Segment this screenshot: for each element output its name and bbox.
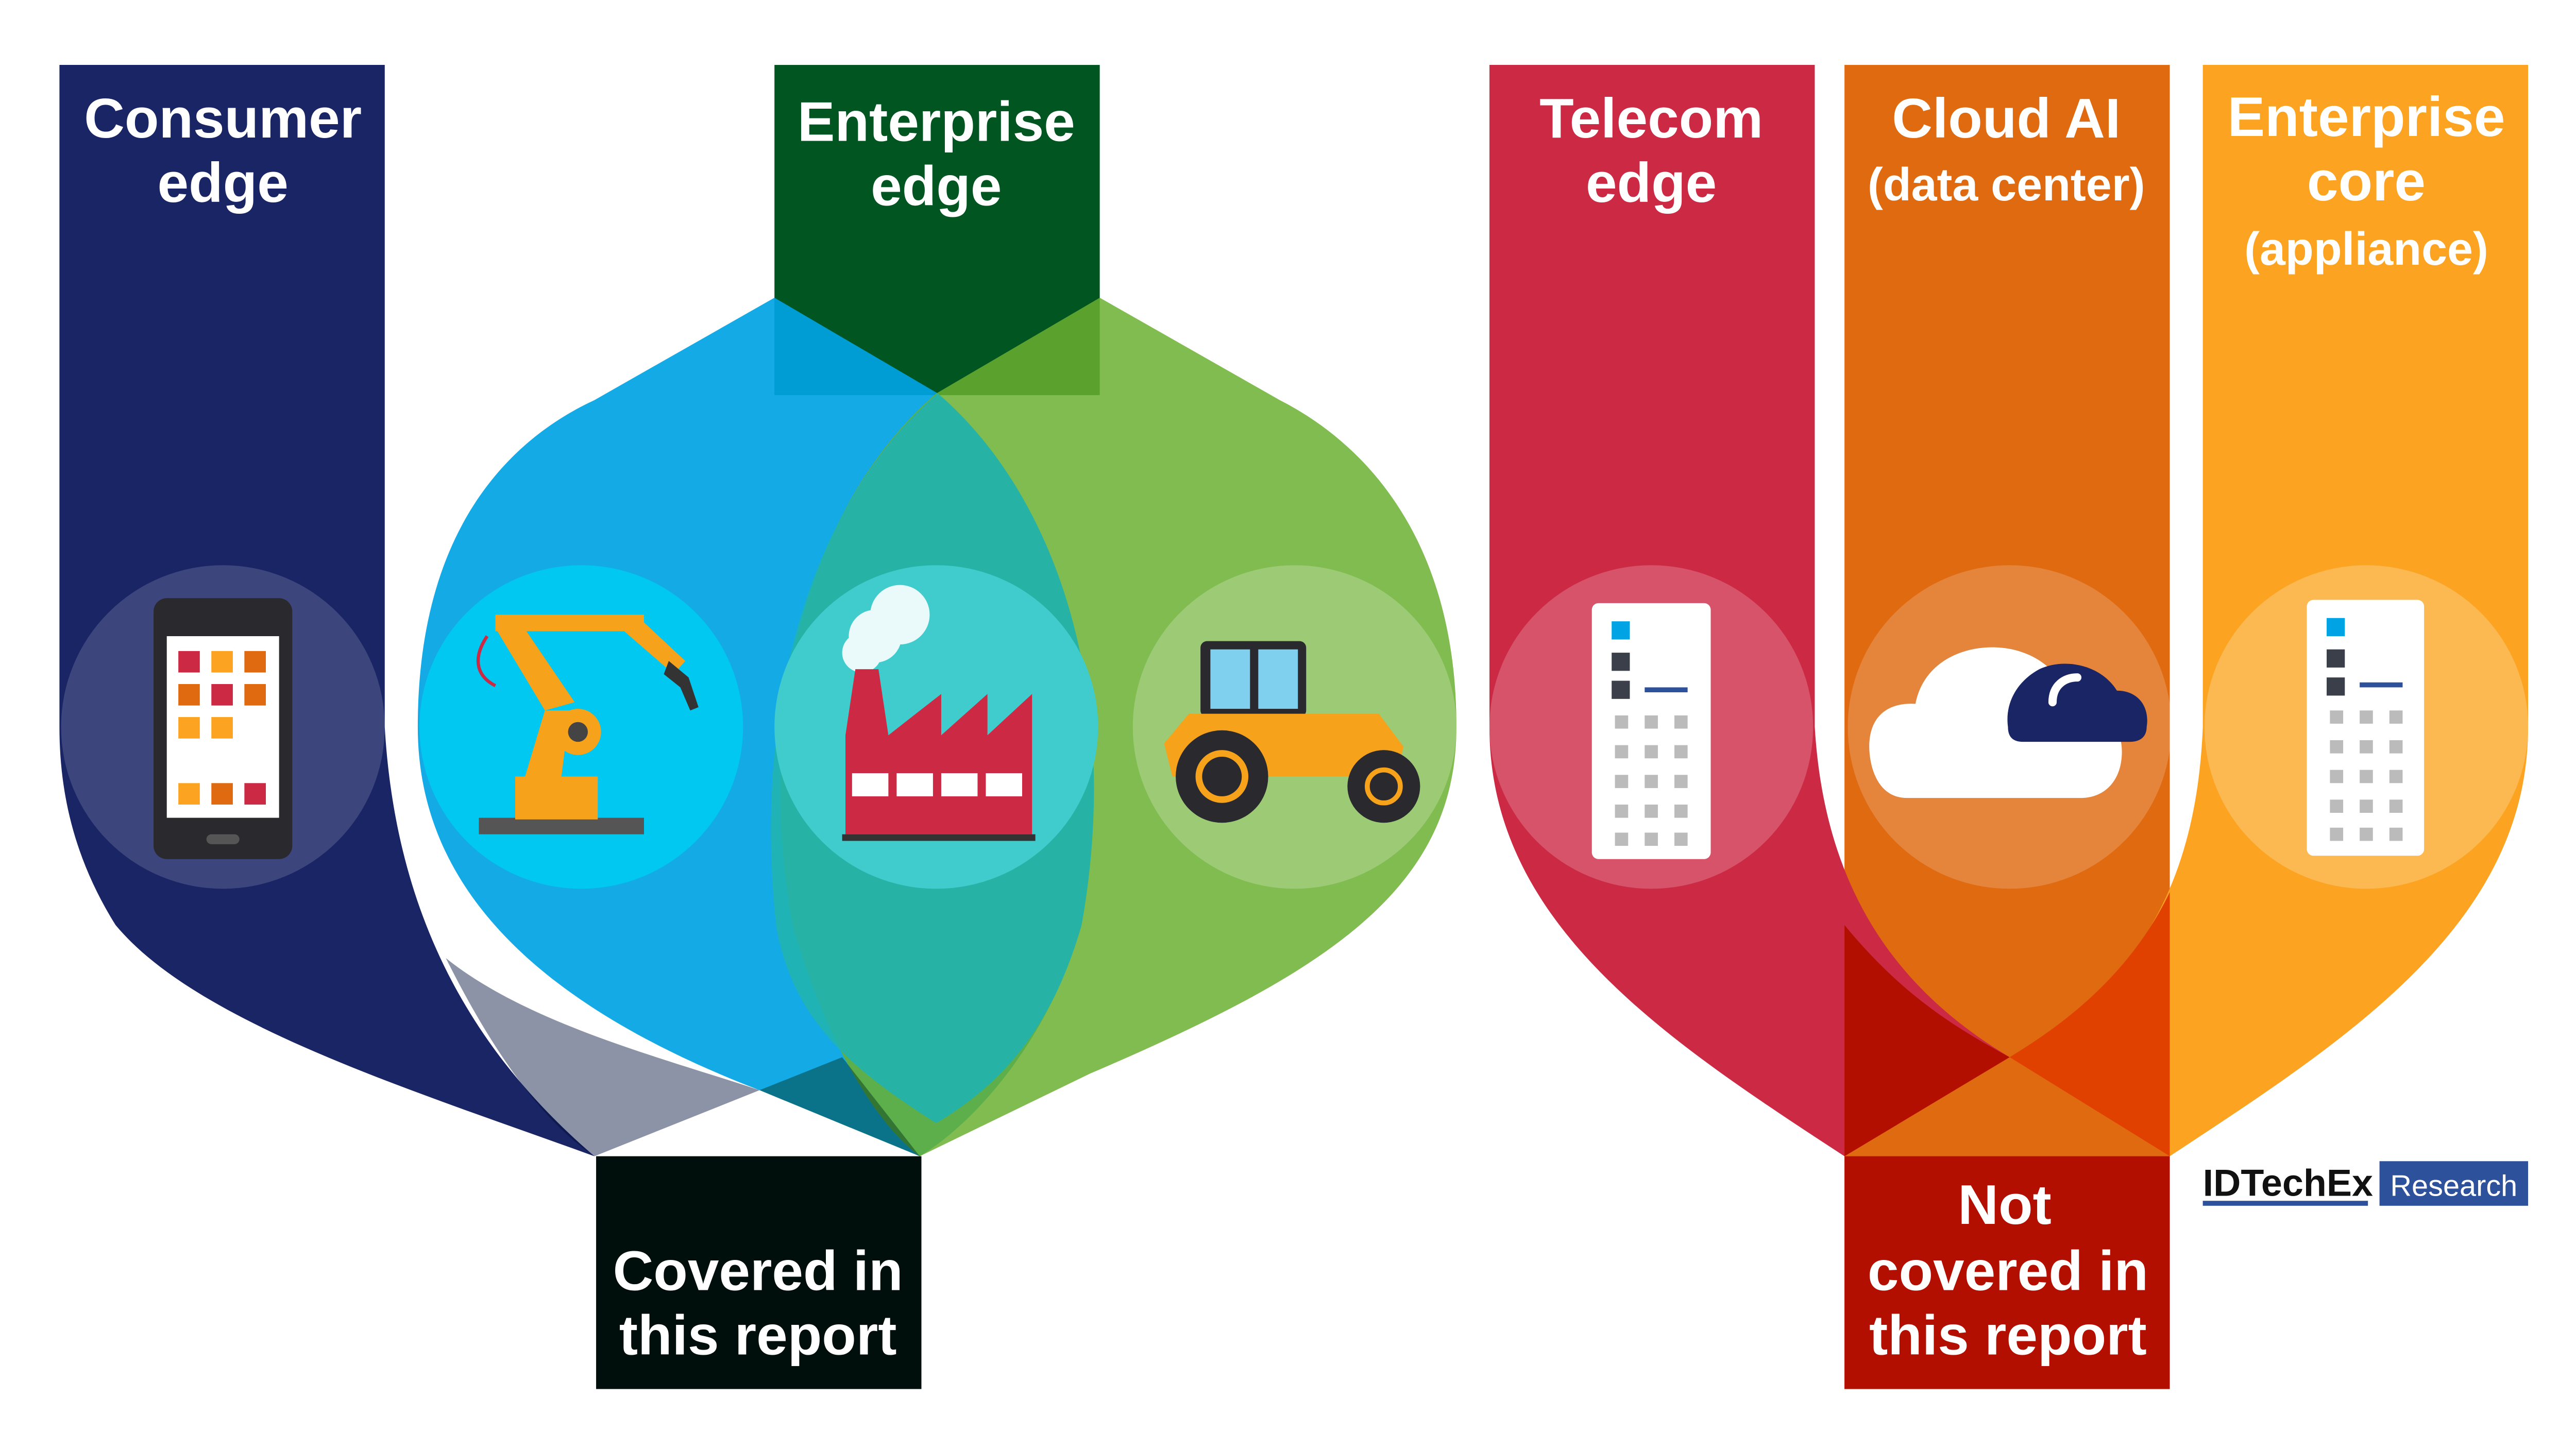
- covered-label: Covered in this report: [613, 1239, 903, 1367]
- enterprise-core-band: [2009, 65, 2529, 1156]
- title-line: edge: [1586, 151, 1717, 214]
- label-line: covered in: [1868, 1239, 2148, 1302]
- logo-brand: IDTechEx: [2203, 1162, 2373, 1204]
- title-line: Enterprise: [2227, 86, 2505, 148]
- label-line: Covered in: [613, 1239, 903, 1302]
- server-rack-icon: [1591, 603, 1711, 859]
- idtechex-logo: IDTechEx Research: [2202, 1161, 2529, 1206]
- label-line: this report: [619, 1304, 897, 1367]
- server-rack-icon: [2307, 600, 2425, 856]
- column-title-enterprise-core: Enterprise core (appliance): [2227, 86, 2505, 275]
- consumer-edge-band: [59, 65, 595, 1156]
- smartphone-icon: [154, 598, 293, 859]
- not-covered-box: [1844, 1156, 2170, 1389]
- covered-box: [596, 1156, 922, 1389]
- title-line: edge: [158, 151, 289, 214]
- label-line: this report: [1869, 1304, 2147, 1367]
- subtitle: (appliance): [2244, 224, 2488, 275]
- column-title-enterprise-edge: Enterprise edge: [798, 90, 1075, 217]
- cloud-icon: [1869, 647, 2147, 798]
- title-line: Cloud AI: [1892, 87, 2121, 150]
- overlap-shade: [446, 958, 760, 1156]
- overlap-shade: [1844, 925, 2010, 1156]
- title-line: Consumer: [84, 87, 362, 150]
- tractor-icon: [1164, 641, 1420, 823]
- logo-tag: Research: [2390, 1170, 2517, 1203]
- robot-arm-icon: [476, 615, 699, 834]
- column-title-consumer-edge: Consumer edge: [84, 87, 362, 214]
- telecom-edge-band: [1489, 65, 2010, 1156]
- column-title-cloud-ai: Cloud AI (data center): [1868, 87, 2145, 211]
- overlap-shade: [759, 1057, 920, 1156]
- not-covered-label: Not covered in this report: [1868, 1173, 2148, 1367]
- overlap-shade: [2009, 892, 2170, 1156]
- title-line: edge: [871, 155, 1002, 217]
- column-title-telecom-edge: Telecom edge: [1539, 87, 1763, 214]
- label-line: Not: [1958, 1173, 2052, 1236]
- title-line: Enterprise: [798, 90, 1075, 153]
- factory-icon: [842, 585, 1036, 841]
- title-line: core: [2307, 150, 2426, 213]
- subtitle: (data center): [1868, 159, 2145, 211]
- title-line: Telecom: [1539, 87, 1763, 150]
